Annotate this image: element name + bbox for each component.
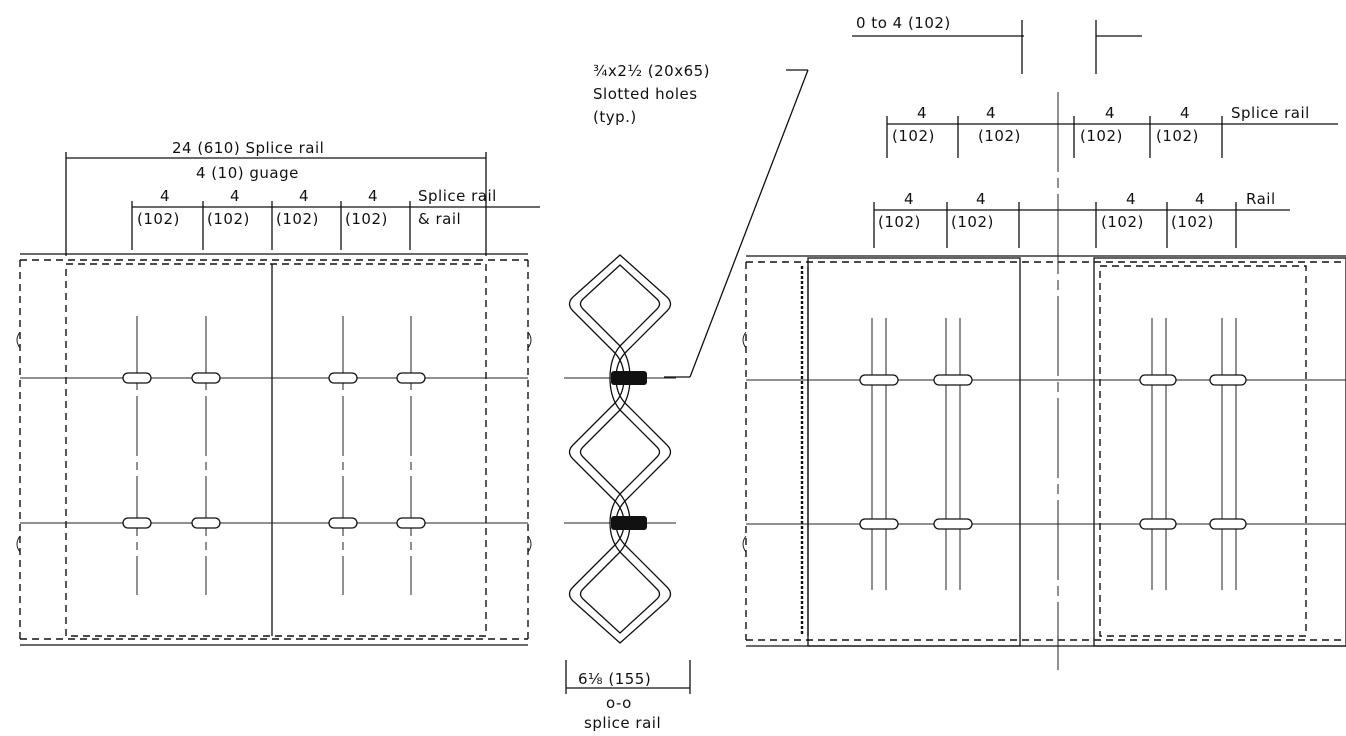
width-dim-text: 6⅛ (155)	[578, 670, 651, 688]
width-sub2-text: splice rail	[584, 714, 661, 732]
right-bottom-label: Rail	[1246, 190, 1276, 208]
bolt	[611, 371, 647, 385]
right-bottom-metric: (102)	[878, 213, 921, 231]
left-gauge-dim-text: 4 (10) guage	[196, 164, 299, 182]
left-spacing-value: 4	[230, 187, 240, 205]
slotted-hole	[122, 372, 152, 384]
hole-callout-line3: (typ.)	[593, 108, 637, 126]
left-spacing-value: 4	[368, 187, 378, 205]
left-spacing-metric: (102)	[345, 210, 388, 228]
slotted-hole	[1139, 374, 1177, 386]
slotted-hole	[191, 372, 221, 384]
slotted-hole	[396, 517, 426, 529]
right-bottom-metric: (102)	[1171, 213, 1214, 231]
right-bottom-value: 4	[1126, 190, 1136, 208]
gap-dim-text: 0 to 4 (102)	[856, 14, 951, 32]
right-vertical-centerlines	[871, 318, 1237, 590]
left-rail-body	[16, 253, 532, 646]
right-view: 0 to 4 (102) 4 4 4 4 (102) (102) (102) (…	[742, 14, 1346, 670]
right-top-label: Splice rail	[1231, 104, 1310, 122]
right-top-value: 4	[1180, 104, 1190, 122]
bolt	[611, 516, 647, 530]
left-spacing-value: 4	[160, 187, 170, 205]
left-row-label-1: Splice rail	[418, 187, 497, 205]
left-spacing-value: 4	[299, 187, 309, 205]
left-spacing-metric: (102)	[207, 210, 250, 228]
left-overall-dim-text: 24 (610) Splice rail	[172, 139, 324, 157]
right-top-metric: (102)	[1156, 127, 1199, 145]
slotted-hole	[933, 374, 973, 386]
left-view: 24 (610) Splice rail 4 (10) guage 4 4 4 …	[16, 139, 540, 646]
left-spacing-metric: (102)	[276, 210, 319, 228]
slotted-hole	[859, 518, 899, 530]
right-top-metric: (102)	[978, 127, 1021, 145]
right-top-metric: (102)	[892, 127, 935, 145]
slotted-hole	[191, 517, 221, 529]
left-spacing-metric: (102)	[137, 210, 180, 228]
slotted-hole	[122, 517, 152, 529]
left-spacing-dimensions: 4 4 4 4 (102) (102) (102) (102) Splice r…	[131, 187, 540, 250]
slotted-hole	[1209, 374, 1247, 386]
hole-callout-line2: Slotted holes	[593, 85, 698, 103]
left-overall-dimension: 24 (610) Splice rail 4 (10) guage	[65, 139, 487, 256]
slotted-hole	[1139, 518, 1177, 530]
right-top-value: 4	[1105, 104, 1115, 122]
hole-callout-line1: ¾x2½ (20x65)	[593, 62, 710, 80]
right-bottom-metric: (102)	[951, 213, 994, 231]
right-bottom-value: 4	[1195, 190, 1205, 208]
center-section-view: ¾x2½ (20x65) Slotted holes (typ.) 6⅛ (15…	[564, 62, 809, 732]
left-row-label-2: & rail	[418, 210, 461, 228]
right-top-metric: (102)	[1080, 127, 1123, 145]
right-bottom-value: 4	[976, 190, 986, 208]
right-bottom-metric: (102)	[1101, 213, 1144, 231]
slotted-hole	[396, 372, 426, 384]
slotted-hole	[1209, 518, 1247, 530]
right-top-value: 4	[917, 104, 927, 122]
slotted-hole	[859, 374, 899, 386]
w-beam-profile	[568, 254, 672, 644]
width-sub1-text: o-o	[606, 694, 632, 712]
callout-leader	[689, 69, 809, 378]
right-top-value: 4	[986, 104, 996, 122]
slotted-hole	[328, 372, 358, 384]
right-bottom-value: 4	[904, 190, 914, 208]
slotted-hole	[328, 517, 358, 529]
slotted-hole	[933, 518, 973, 530]
